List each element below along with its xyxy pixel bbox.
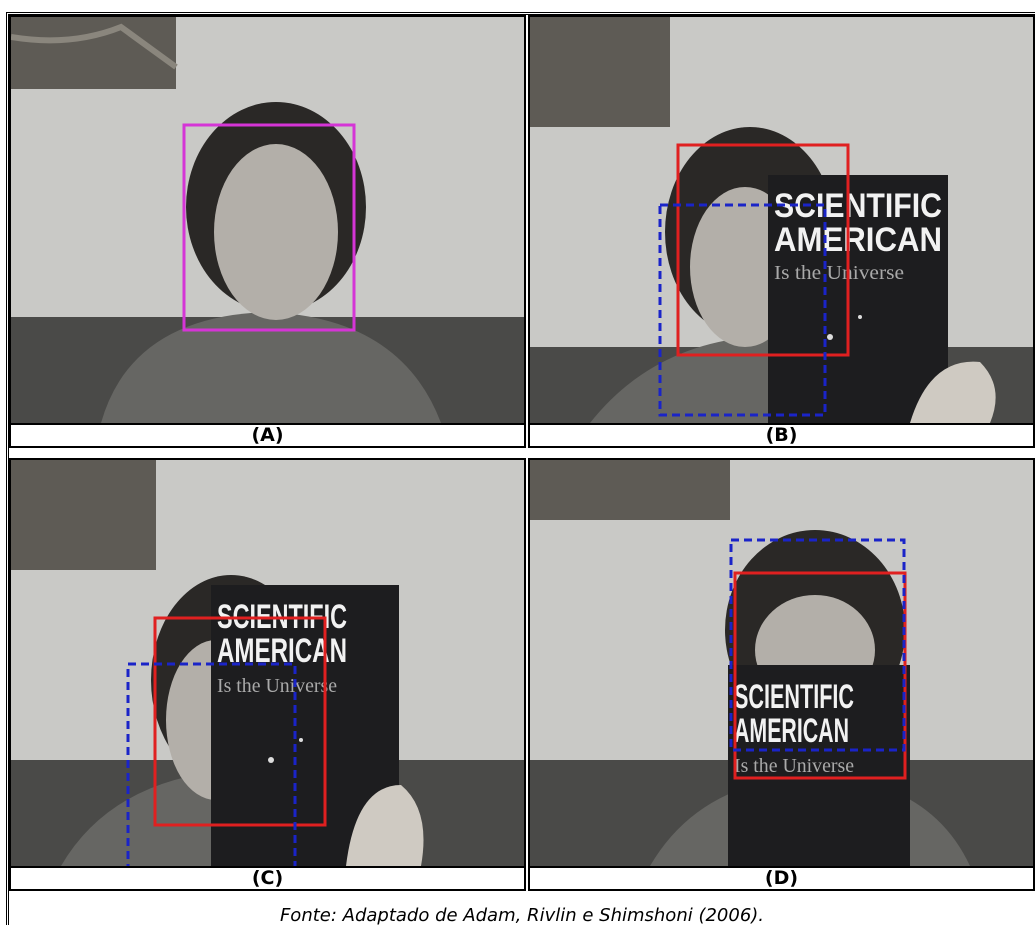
tracker-box: [733, 571, 907, 780]
magazine-cover-line: Is the Universe: [217, 675, 337, 697]
tracker-box: [153, 616, 327, 827]
magazine-title-1: SCIENTIFIC: [734, 678, 854, 716]
magazine: [728, 665, 910, 866]
figure-frame: [6, 12, 1035, 925]
magazine-title-1: SCIENTIFIC: [774, 187, 942, 225]
panel-b-image: SCIENTIFIC AMERICAN Is the Universe: [528, 15, 1035, 425]
magazine-cover-line: Is the Universe: [774, 262, 904, 284]
magazine-title-2: AMERICAN: [774, 221, 942, 259]
magazine-cover-line: Is the Universe: [734, 755, 854, 777]
reference-box: [729, 538, 906, 752]
panel-a-label: (A): [9, 425, 526, 448]
panel-c-image: SCIENTIFIC AMERICAN Is the Universe: [9, 458, 526, 868]
wall-painting: [11, 460, 156, 570]
panel-a-image: [9, 15, 526, 425]
reference-box: [658, 203, 827, 417]
face: [214, 144, 338, 320]
figure-caption: Fonte: Adaptado de Adam, Rivlin e Shimsh…: [279, 905, 765, 926]
wall-painting: [530, 460, 730, 520]
panel-c-label: (C): [9, 868, 526, 891]
wall-painting: [530, 17, 670, 127]
panel-d-image: SCIENTIFIC AMERICAN Is the Universe: [528, 458, 1035, 868]
reference-box: [126, 662, 297, 866]
panel-d-label: (D): [528, 868, 1035, 891]
panel-b-label: (B): [528, 425, 1035, 448]
magazine-title-2: AMERICAN: [734, 712, 849, 750]
magazine: [768, 175, 948, 423]
tracker-box: [676, 143, 850, 357]
wall-painting: [11, 17, 176, 89]
initial-face-box: [182, 123, 356, 332]
